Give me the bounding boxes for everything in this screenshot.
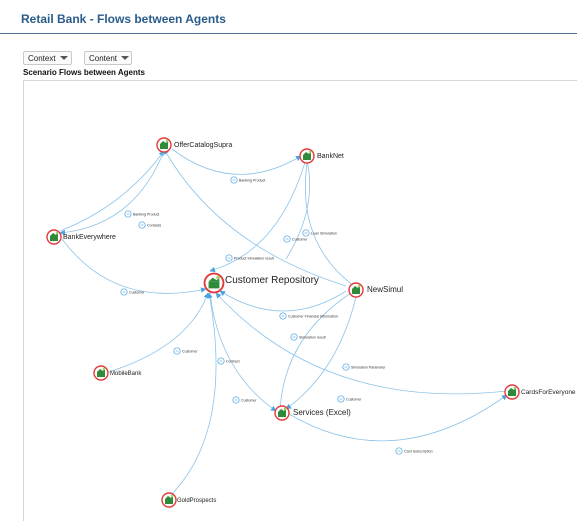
flow-f13[interactable]: Customer xyxy=(232,396,258,404)
edge-offer-banknet xyxy=(171,148,302,175)
agent-icon xyxy=(46,229,62,245)
flow-f9[interactable]: Simulation result xyxy=(290,333,326,341)
edge-newsimul-banknet-2 xyxy=(304,156,355,287)
edge-newsimul-repo xyxy=(219,290,347,312)
edge-services-newsimul xyxy=(279,290,355,412)
chevron-down-icon xyxy=(59,56,68,60)
flow-label: Contacts xyxy=(147,224,161,228)
flow-f7[interactable]: Customer xyxy=(120,288,146,296)
flow-label: Product Simulation result xyxy=(234,257,274,261)
edge-gold-repo xyxy=(169,292,217,497)
edge-bankeverywhere-offer xyxy=(59,150,165,232)
agent-label: MobileBank xyxy=(110,371,142,377)
edge-mobile-repo xyxy=(108,292,209,373)
agent-services[interactable]: Services (Excel) xyxy=(274,405,351,421)
agent-newsimul[interactable]: NewSimul xyxy=(348,282,403,298)
flow-f1[interactable]: Banking Product xyxy=(230,176,266,184)
agent-label: OfferCatalogSupra xyxy=(174,142,232,149)
flow-f2[interactable]: Banking Product xyxy=(124,210,160,218)
flow-labels: Banking Product Banking Product Contacts… xyxy=(120,176,433,455)
flow-label: Banking Product xyxy=(133,213,159,217)
agent-cards[interactable]: CardsForEveryone xyxy=(504,384,576,400)
flow-f11[interactable]: Contract xyxy=(217,357,240,365)
flow-f8[interactable]: Customer Financial Information xyxy=(279,312,338,320)
flow-label: Card Subscription xyxy=(404,450,433,454)
flow-label: Loan Simulation xyxy=(311,232,337,236)
agent-icon xyxy=(274,405,290,421)
flow-graph[interactable]: Banking Product Banking Product Contacts… xyxy=(24,81,577,522)
flow-label: Customer xyxy=(292,238,308,242)
edge-services-cards xyxy=(288,394,508,442)
context-dropdown-label: Context xyxy=(28,53,56,63)
edges xyxy=(59,148,508,497)
flow-label: Customer xyxy=(346,398,362,402)
flow-graph-canvas[interactable]: Banking Product Banking Product Contacts… xyxy=(23,80,577,521)
flow-f12[interactable]: Simulation Parameter xyxy=(342,363,387,371)
agent-label: Customer Repository xyxy=(225,275,319,286)
agent-mobile[interactable]: MobileBank xyxy=(93,365,142,381)
context-dropdown[interactable]: Context xyxy=(23,51,72,65)
flow-f4[interactable]: Loan Simulation xyxy=(302,229,337,237)
agent-label: Services (Excel) xyxy=(293,408,351,417)
flow-label: Customer xyxy=(129,291,145,295)
edge-bankeverywhere-repo xyxy=(61,238,207,294)
agent-label: GoldProspects xyxy=(177,498,216,504)
flow-f14[interactable]: Customer xyxy=(337,395,363,403)
flow-f6[interactable]: Product Simulation result xyxy=(225,254,274,262)
agent-label: BankNet xyxy=(317,153,344,160)
chevron-down-icon xyxy=(121,56,130,60)
agent-gold[interactable]: GoldProspects xyxy=(161,492,216,508)
edge-newsimul-services xyxy=(285,292,358,410)
agent-icon xyxy=(156,137,172,153)
edge-newsimul-offer xyxy=(163,148,347,287)
flow-label: Customer Financial Information xyxy=(288,315,338,319)
flow-label: Simulation result xyxy=(299,336,326,340)
agent-bankeverywhere[interactable]: BankEverywhere xyxy=(46,229,116,245)
agent-icon xyxy=(203,272,225,294)
content-dropdown-label: Content xyxy=(89,53,118,63)
agent-icon xyxy=(93,365,109,381)
flow-label: Customer xyxy=(241,399,257,403)
header-divider xyxy=(0,33,577,34)
agent-icon xyxy=(161,492,177,508)
flow-label: Customer xyxy=(182,350,198,354)
flow-label: Contract xyxy=(226,360,240,364)
agent-nodes: OfferCatalogSupra BankNet BankEverywhere… xyxy=(46,137,576,508)
section-title: Scenario Flows between Agents xyxy=(23,68,145,77)
agent-icon xyxy=(299,148,315,164)
flow-f3[interactable]: Contacts xyxy=(138,221,162,229)
page-title: Retail Bank - Flows between Agents xyxy=(21,12,226,26)
agent-banknet[interactable]: BankNet xyxy=(299,148,344,164)
content-dropdown[interactable]: Content xyxy=(84,51,132,65)
edge-cards-repo xyxy=(215,292,508,395)
edge-banknet-repo xyxy=(209,158,307,273)
flow-f10[interactable]: Customer xyxy=(173,347,199,355)
edge-repo-services xyxy=(209,292,277,412)
flow-label: Simulation Parameter xyxy=(351,366,386,370)
agent-label: CardsForEveryone xyxy=(521,389,576,396)
agent-offer[interactable]: OfferCatalogSupra xyxy=(156,137,232,153)
agent-repo[interactable]: Customer Repository xyxy=(203,272,319,294)
agent-icon xyxy=(504,384,520,400)
flow-f5[interactable]: Customer xyxy=(283,235,309,243)
flow-f15[interactable]: Card Subscription xyxy=(395,447,433,455)
flow-label: Banking Product xyxy=(239,179,265,183)
agent-icon xyxy=(348,282,364,298)
edge-newsimul-banknet xyxy=(285,156,311,260)
edge-offer-bankeverywhere xyxy=(59,150,165,236)
agent-label: NewSimul xyxy=(367,285,403,294)
agent-label: BankEverywhere xyxy=(63,234,116,241)
